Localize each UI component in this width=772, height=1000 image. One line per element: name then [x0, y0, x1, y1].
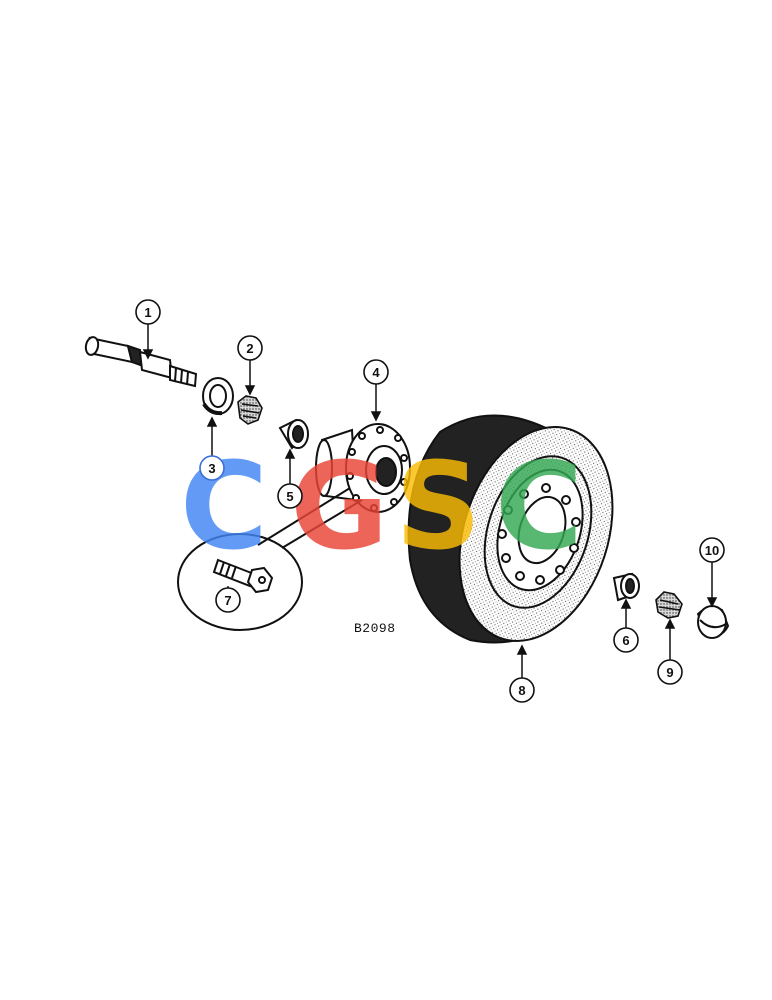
callout-2-label: 2	[246, 341, 253, 356]
watermark-letter-1: C	[180, 438, 268, 577]
callout-10: 10	[699, 537, 725, 563]
watermark-letter-2: G	[290, 438, 389, 577]
callout-5: 5	[277, 483, 303, 509]
part-hub	[315, 423, 411, 513]
watermark-letter-4: C	[495, 438, 583, 577]
part-spindle	[84, 336, 198, 388]
callouts: 1 2 3 4 5 6 7 8	[135, 299, 725, 703]
callout-4: 4	[363, 359, 389, 385]
callout-10-label: 10	[705, 543, 719, 558]
callout-1: 1	[135, 299, 161, 325]
part-inner-bearing-cone	[237, 395, 263, 425]
part-outer-bearing-cup	[612, 572, 640, 602]
callout-1-label: 1	[144, 305, 151, 320]
callout-9: 9	[657, 659, 683, 685]
drawing-code: B2098	[354, 621, 396, 636]
callout-5-label: 5	[286, 489, 293, 504]
callout-4-label: 4	[372, 365, 380, 380]
watermark-letter-3: S	[395, 438, 481, 577]
leader-lines	[142, 324, 718, 678]
part-outer-bearing-cone	[655, 591, 683, 619]
callout-6: 6	[613, 627, 639, 653]
callout-8: 8	[509, 677, 535, 703]
detail-callout-ellipse	[177, 487, 363, 631]
callout-3: 3	[199, 455, 225, 481]
callout-8-label: 8	[518, 683, 525, 698]
part-hub-cap	[696, 605, 730, 639]
callout-9-label: 9	[666, 665, 673, 680]
part-wheel-bolt	[212, 558, 274, 594]
part-seal	[202, 377, 234, 416]
watermark: C G S C	[180, 438, 583, 577]
callout-7-label: 7	[224, 593, 231, 608]
callout-7: 7	[215, 587, 241, 613]
callout-3-label: 3	[208, 461, 215, 476]
part-inner-bearing-cup	[278, 418, 309, 450]
callout-6-label: 6	[622, 633, 629, 648]
part-wheel	[407, 414, 614, 644]
callout-2: 2	[237, 335, 263, 361]
